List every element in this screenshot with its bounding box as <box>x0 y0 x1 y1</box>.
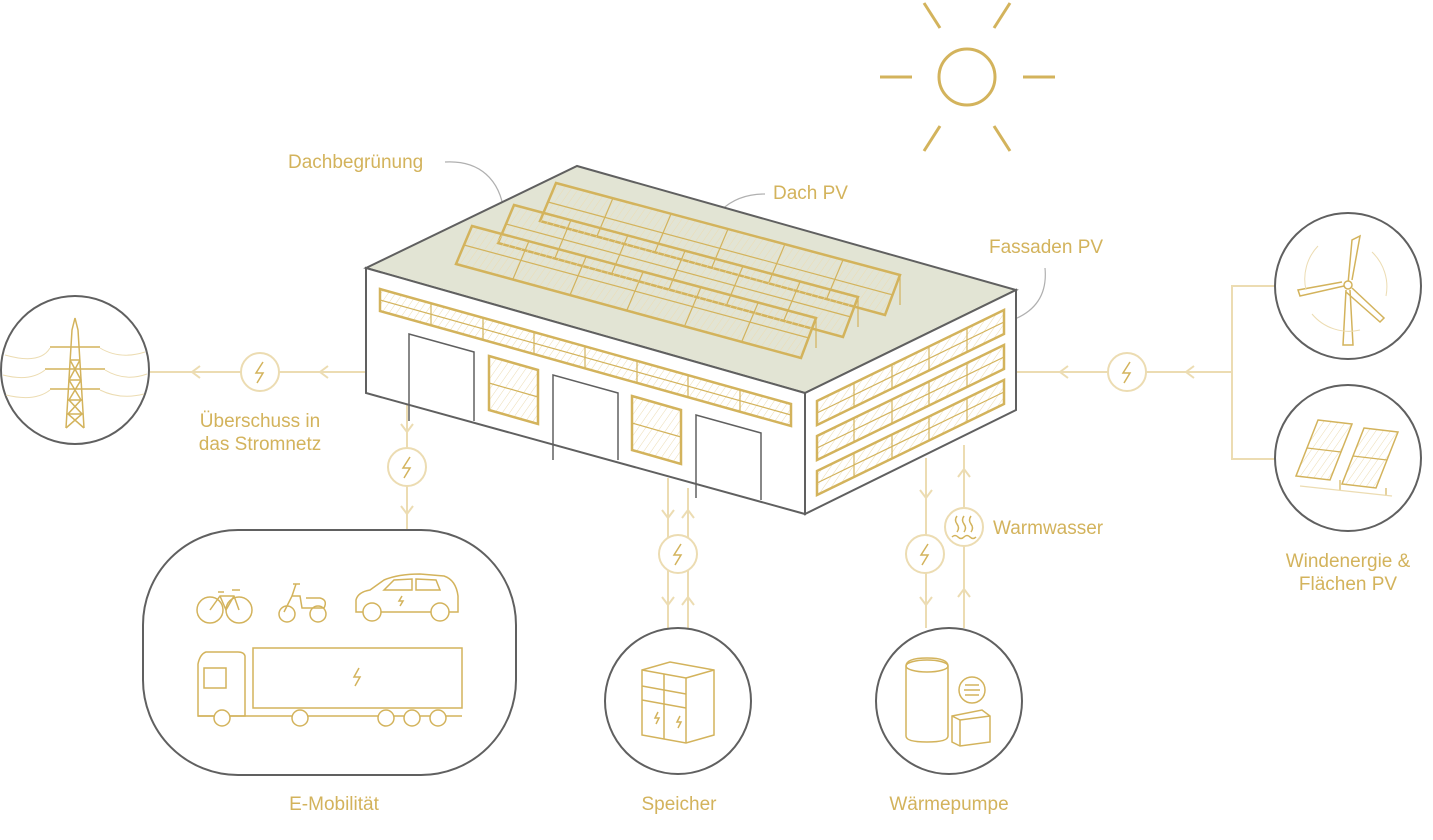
battery-storage-icon <box>641 661 715 744</box>
power-grid-node <box>0 295 150 445</box>
field-pv-node <box>1274 384 1422 532</box>
label-wind-line2: Flächen PV <box>1298 574 1398 595</box>
connector-lines <box>150 161 1275 628</box>
label-hot-water: Warmwasser <box>993 518 1104 539</box>
label-grid-surplus-line1: Überschuss in <box>199 411 321 432</box>
building-doors <box>408 333 762 500</box>
building <box>363 164 1019 516</box>
label-wind-field-pv: Windenergie & Flächen PV <box>1268 550 1428 596</box>
wind-turbine-icon <box>1297 234 1386 346</box>
bolt-icon-heatpump <box>905 534 945 574</box>
bolt-icon-emobility <box>387 447 427 487</box>
heat-pump-icon <box>905 657 991 747</box>
heat-pump-node <box>875 627 1023 775</box>
label-grid-surplus: Überschuss in das Stromnetz <box>180 410 340 456</box>
bicycle-icon <box>196 589 253 624</box>
label-heat-pump: Wärmepumpe <box>889 794 1009 815</box>
wind-energy-node <box>1274 212 1422 360</box>
label-e-mobility: E-Mobilität <box>289 794 379 815</box>
bolt-icon-right <box>1107 352 1147 392</box>
label-grid-surplus-line2: das Stromnetz <box>198 434 322 455</box>
bolt-icons <box>240 352 1147 574</box>
label-roof-greening: Dachbegrünung <box>288 152 424 173</box>
bolt-icon-grid <box>240 352 280 392</box>
power-pylon-icon <box>45 317 105 429</box>
scooter-icon <box>278 583 327 623</box>
bolt-icon-storage <box>658 534 698 574</box>
label-facade-pv: Fassaden PV <box>989 237 1104 258</box>
sun-icon <box>880 2 1055 152</box>
label-roof-pv: Dach PV <box>773 183 848 204</box>
e-mobility-node <box>142 529 517 776</box>
hot-water-icon <box>944 507 984 547</box>
electric-truck-icon <box>197 647 463 727</box>
label-wind-line1: Windenergie & <box>1285 551 1411 572</box>
storage-node <box>604 627 752 775</box>
label-storage: Speicher <box>641 794 717 815</box>
electric-car-icon <box>355 573 459 622</box>
